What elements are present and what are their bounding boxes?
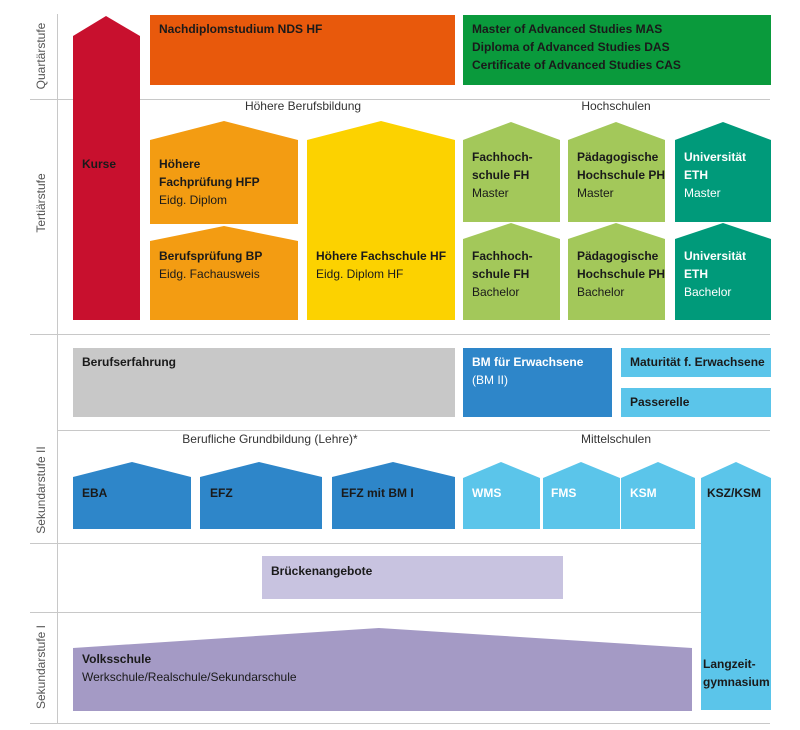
volksschule-label: Volksschule (82, 652, 152, 666)
uni-master-shape (675, 122, 771, 222)
uni-bachelor-shape (675, 223, 771, 320)
divider-tertiaer-sek2 (30, 334, 770, 335)
brueckenangebote-shape (262, 556, 563, 599)
passerelle-shape (621, 388, 771, 417)
hfp-label-line2: Fachprüfung HFP (159, 175, 260, 189)
nds-shape (150, 15, 455, 85)
efz-bm-label: EFZ mit BM I (341, 486, 414, 500)
section-label-berufliche-grundbildung: Berufliche Grundbildung (Lehre)* (182, 432, 358, 446)
hfp-sublabel: Eidg. Diplom (159, 193, 228, 207)
volksschule-shape (73, 628, 692, 711)
efz-bm-shape (332, 462, 455, 529)
divider-grundbildung (57, 430, 770, 431)
divider-sek2-sek1 (30, 612, 770, 613)
bp-sublabel: Eidg. Fachausweis (159, 267, 260, 281)
bm-erwachsene-sublabel: (BM II) (472, 373, 508, 387)
hfp-shape (150, 121, 298, 224)
fh-bachelor-shape (463, 223, 560, 320)
berufserfahrung-label: Berufserfahrung (82, 355, 177, 369)
kurse-label: Kurse (82, 157, 117, 171)
ph-master-label-line1: Pädagogische (577, 150, 659, 164)
ksm-label: KSM (630, 486, 657, 500)
bm-erwachsene-label: BM für Erwachsene (472, 355, 584, 369)
efz-shape (200, 462, 322, 529)
kurse-shape (73, 16, 140, 320)
divider-quartaer-tertiaer (30, 99, 770, 100)
wms-label: WMS (472, 486, 502, 500)
ph-bachelor-sublabel: Bachelor (577, 285, 625, 299)
eba-label: EBA (82, 486, 108, 500)
eba-shape (73, 462, 191, 529)
maturitaet-erwachsene-shape (621, 348, 771, 377)
ph-bachelor-label-line2: Hochschule PH (577, 267, 666, 281)
ph-master-shape (568, 122, 665, 222)
divider-sek2-brueckenangebote (30, 543, 770, 544)
uni-master-label-line1: Universität (684, 150, 747, 164)
left-border-line (57, 14, 58, 724)
hfp-label-line1: Höhere (159, 157, 201, 171)
fh-master-label-line2: schule FH (472, 168, 530, 182)
wms-shape (463, 462, 540, 529)
section-label-hochschulen: Hochschulen (581, 99, 651, 113)
uni-bachelor-label-line1: Universität (684, 249, 747, 263)
bm-erwachsene-shape (463, 348, 612, 417)
fh-master-shape (463, 122, 560, 222)
ph-master-label-line2: Hochschule PH (577, 168, 666, 182)
hf-shape (307, 121, 455, 320)
hf-sublabel: Eidg. Diplom HF (316, 267, 404, 281)
fh-bachelor-label-line2: schule FH (472, 267, 530, 281)
langzeitgymnasium-label-line1: Langzeit- (703, 657, 756, 671)
ksm-shape (621, 462, 695, 529)
uni-master-label-line2: ETH (684, 168, 708, 182)
maturitaet-erwachsene-label: Maturität f. Erwachsene (630, 355, 765, 369)
bp-shape (150, 226, 298, 320)
volksschule-sublabel: Werkschule/Realschule/Sekundarschule (82, 670, 297, 684)
nds-label: Nachdiplomstudium NDS HF (159, 22, 323, 36)
fms-label: FMS (551, 486, 577, 500)
passerelle-label: Passerelle (630, 395, 690, 409)
das-label: Diploma of Advanced Studies DAS (472, 40, 670, 54)
ph-bachelor-shape (568, 223, 665, 320)
ksz-ksm-langzeit-shape (701, 462, 771, 710)
divider-bottom (30, 723, 770, 724)
uni-bachelor-sublabel: Bachelor (684, 285, 732, 299)
ph-master-sublabel: Master (577, 186, 614, 200)
uni-bachelor-label-line2: ETH (684, 267, 708, 281)
hf-label: Höhere Fachschule HF (316, 249, 447, 263)
bp-label: Berufsprüfung BP (159, 249, 263, 263)
section-label-hoehere-berufsbildung: Höhere Berufsbildung (244, 99, 362, 113)
fms-shape (543, 462, 620, 529)
section-label-mittelschulen: Mittelschulen (580, 432, 652, 446)
efz-label: EFZ (210, 486, 233, 500)
fh-master-label-line1: Fachhoch- (472, 150, 533, 164)
cas-label: Certificate of Advanced Studies CAS (472, 58, 681, 72)
fh-master-sublabel: Master (472, 186, 509, 200)
berufserfahrung-shape (73, 348, 455, 417)
fh-bachelor-label-line1: Fachhoch- (472, 249, 533, 263)
mas-das-cas-shape (463, 15, 771, 85)
langzeitgymnasium-label-line2: gymnasium (703, 675, 770, 689)
mas-label: Master of Advanced Studies MAS (472, 22, 663, 36)
ph-bachelor-label-line1: Pädagogische (577, 249, 659, 263)
uni-master-sublabel: Master (684, 186, 721, 200)
fh-bachelor-sublabel: Bachelor (472, 285, 520, 299)
brueckenangebote-label: Brückenangebote (271, 564, 373, 578)
ksz-ksm-label: KSZ/KSM (707, 486, 761, 500)
